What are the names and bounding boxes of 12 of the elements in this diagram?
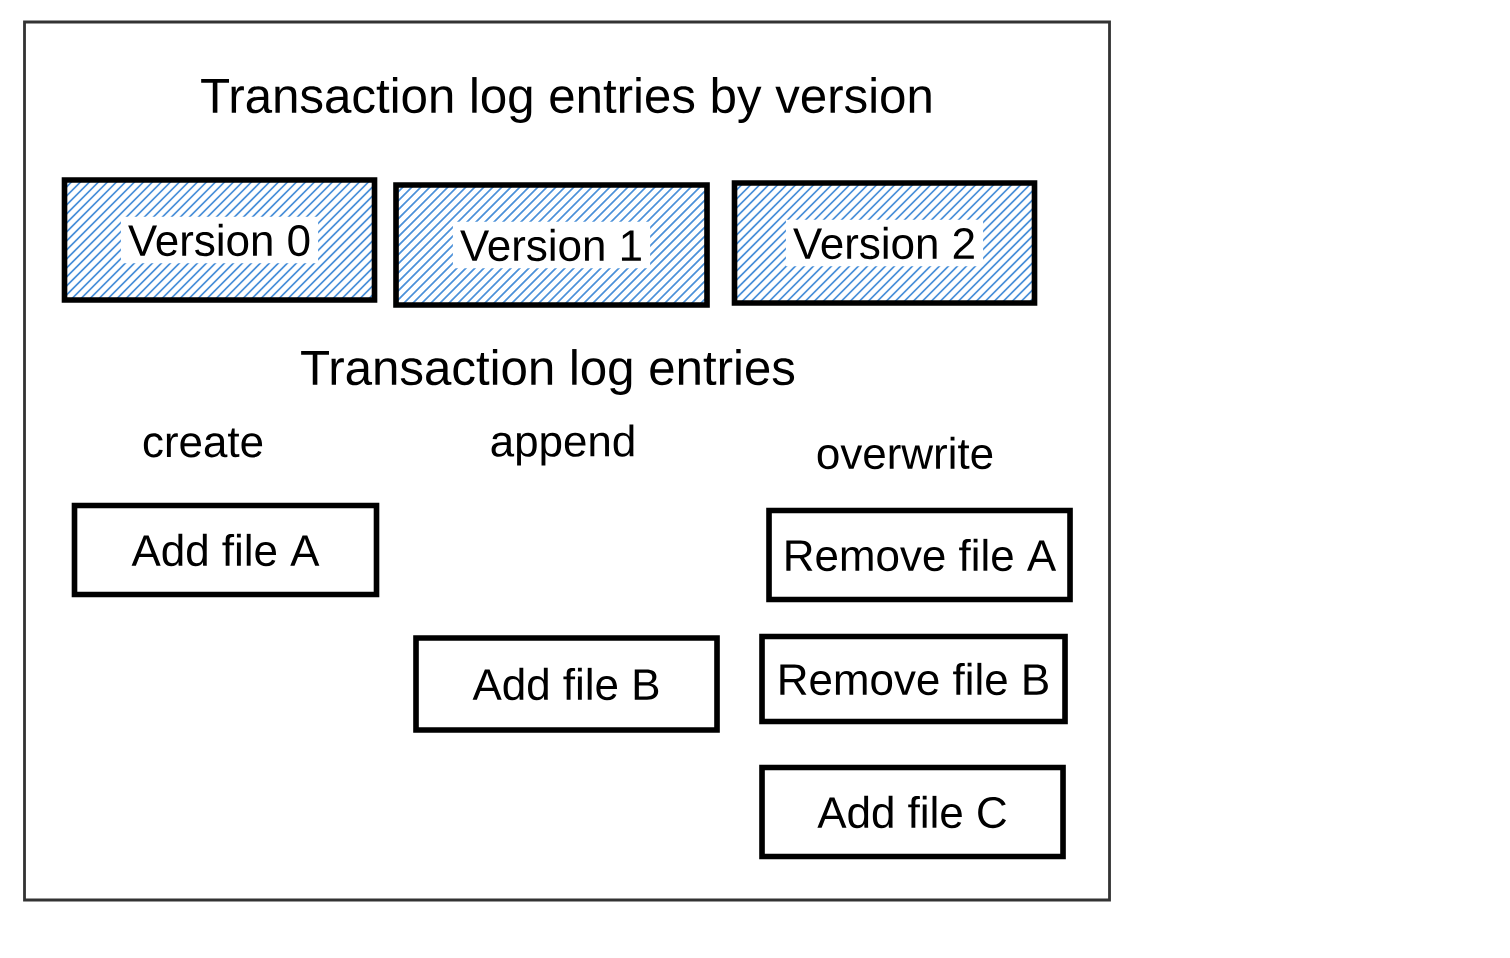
entry-box: Remove file A (766, 507, 1073, 603)
column-heading: overwrite (817, 436, 993, 470)
entry-box: Add file B (413, 635, 720, 733)
column-heading: create (143, 428, 263, 458)
entry-box: Add file C (759, 764, 1066, 860)
entry-box: Add file A (71, 502, 380, 598)
version-box: Version 1 (393, 182, 710, 308)
version-box: Version 0 (61, 177, 378, 303)
version-box: Version 2 (731, 180, 1038, 306)
entry-box: Remove file B (759, 633, 1068, 725)
column-heading: append (491, 424, 634, 466)
section-heading: Transaction log entries (301, 349, 795, 395)
